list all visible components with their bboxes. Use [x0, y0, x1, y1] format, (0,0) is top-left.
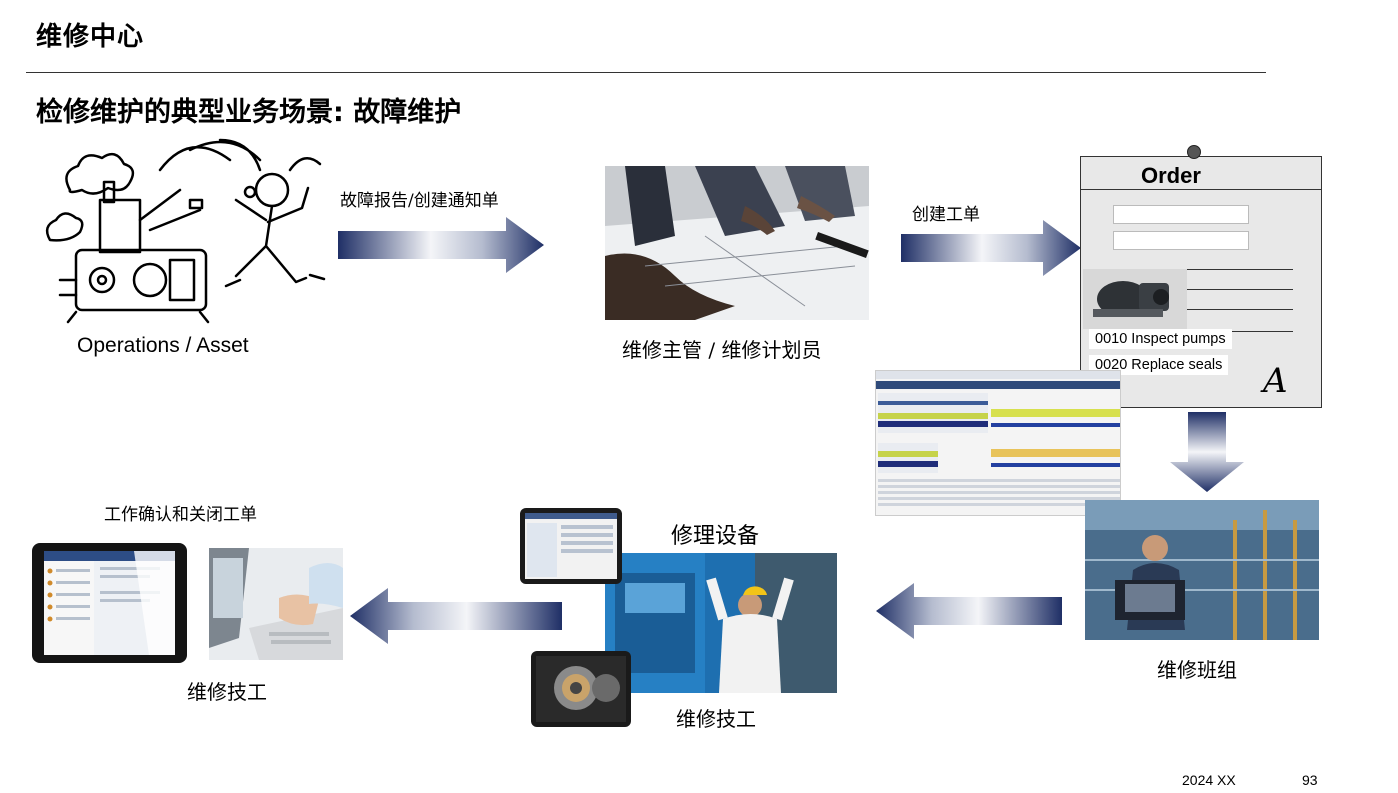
pump-photo — [1083, 269, 1187, 329]
pushpin-icon — [1187, 145, 1201, 159]
slide-title: 维修中心 — [36, 22, 145, 52]
order-line — [1187, 309, 1293, 310]
repair-title: 修理设备 — [671, 524, 760, 549]
order-field — [1113, 231, 1249, 250]
page-number: 93 — [1302, 772, 1318, 788]
tablet-device — [531, 651, 631, 727]
order-card: Order 0010 Inspect pumps 0020 Replace se… — [1080, 145, 1322, 408]
arrow1-label: 故障报告/创建通知单 — [340, 191, 499, 211]
tech-label: 维修技工 — [187, 680, 267, 704]
signature: A — [1263, 361, 1288, 401]
repair-tech-label: 维修技工 — [676, 707, 756, 731]
flow-arrow-left — [350, 588, 562, 644]
flow-arrow-right — [338, 217, 544, 273]
order-field — [1113, 205, 1249, 224]
scheduling-software-screenshot — [875, 370, 1121, 516]
order-line — [1187, 331, 1293, 332]
flow-arrow-left — [876, 583, 1062, 639]
footer-date: 2024 XX — [1182, 772, 1236, 788]
title-divider — [26, 72, 1266, 73]
equipment-repair-photo — [605, 553, 837, 693]
order-line — [1187, 289, 1293, 290]
order-line — [1187, 269, 1293, 270]
supervisor-label: 维修主管 / 维修计划员 — [622, 338, 822, 362]
flow-arrow-right — [901, 220, 1081, 276]
broken-machine-illustration — [40, 130, 330, 330]
order-operation: 0010 Inspect pumps — [1089, 329, 1232, 349]
tablet-device — [520, 508, 622, 584]
crew-label: 维修班组 — [1157, 658, 1237, 682]
supervisor-photo — [605, 166, 869, 320]
confirm-label: 工作确认和关闭工单 — [104, 505, 257, 525]
maintenance-crew-photo — [1085, 500, 1319, 640]
typing-hands-photo — [209, 548, 343, 660]
order-operation: 0020 Replace seals — [1089, 355, 1229, 375]
order-card-header: Order — [1081, 157, 1321, 190]
tablet-device — [32, 543, 187, 663]
flow-arrow-down — [1170, 412, 1244, 492]
slide-subtitle: 检修维护的典型业务场景: 故障维护 — [36, 97, 462, 128]
order-card-title: Order — [1141, 163, 1201, 188]
operations-asset-label: Operations / Asset — [77, 334, 249, 357]
arrow2-label: 创建工单 — [912, 205, 980, 225]
